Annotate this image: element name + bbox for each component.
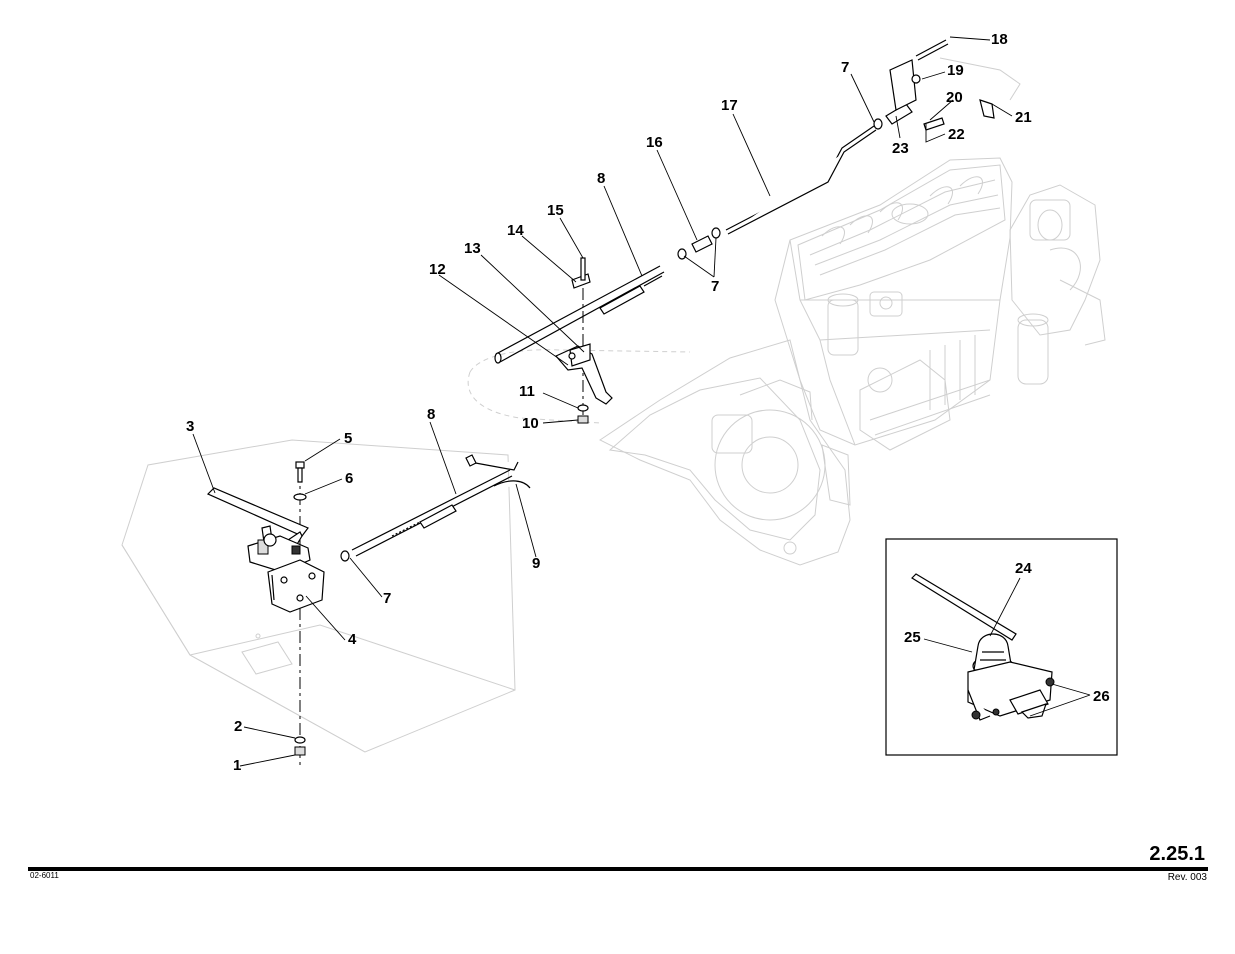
callout-12: 12	[429, 261, 446, 278]
throttle-rod	[725, 125, 877, 235]
callout-25: 25	[904, 629, 921, 646]
pedal-bracket	[247, 533, 325, 613]
callout-3: 3	[186, 418, 194, 435]
callout-1: 1	[233, 757, 241, 774]
callout-17: 17	[721, 97, 738, 114]
mount-outline	[467, 349, 691, 424]
callout-18: 18	[991, 31, 1008, 48]
callout-19: 19	[947, 62, 964, 79]
callout-20: 20	[946, 89, 963, 106]
callout-24: 24	[1015, 560, 1032, 577]
callout-5: 5	[344, 430, 352, 447]
callout-15: 15	[547, 202, 564, 219]
callout-8-lower: 8	[427, 406, 435, 423]
callout-13: 13	[464, 240, 481, 257]
upper-cable	[494, 265, 665, 364]
callout-14: 14	[507, 222, 524, 239]
callout-21: 21	[1015, 109, 1032, 126]
linkage-end	[873, 39, 1021, 131]
leader-lines	[192, 36, 1013, 767]
pedal	[206, 487, 309, 547]
callout-10: 10	[522, 415, 539, 432]
bellcrank-bolt	[580, 257, 586, 281]
inset-box	[885, 538, 1118, 756]
callout-11: 11	[519, 383, 535, 400]
cab-floor-outline	[121, 439, 516, 753]
bolt-and-washer	[293, 461, 307, 501]
lower-cable	[340, 454, 519, 562]
callout-labels: 1 2 3 4 5 6 7 8 9 10 11 12 13 14 15 8 16…	[186, 31, 1110, 774]
callout-4: 4	[348, 631, 357, 648]
callout-26: 26	[1093, 688, 1110, 705]
callout-9: 9	[532, 555, 540, 572]
callout-8-upper: 8	[597, 170, 605, 187]
cable-clip	[493, 480, 531, 489]
nut-and-washer	[294, 736, 306, 756]
callout-22: 22	[948, 126, 965, 143]
callout-7-lower: 7	[383, 590, 391, 607]
callout-23: 23	[892, 140, 909, 157]
callout-16: 16	[646, 134, 663, 151]
callout-6: 6	[345, 470, 353, 487]
document-code: 02-6011	[30, 871, 59, 880]
hand-throttle-assembly	[911, 573, 1055, 721]
engine-outline	[599, 157, 1106, 566]
footer-rule	[28, 867, 1208, 871]
revision-label: Rev. 003	[1167, 872, 1207, 883]
coupler-and-nuts	[677, 227, 721, 260]
callout-7-mid: 7	[711, 278, 719, 295]
callout-7-upper: 7	[841, 59, 849, 76]
page-number: 2.25.1	[1149, 843, 1205, 865]
callout-2: 2	[234, 718, 242, 735]
